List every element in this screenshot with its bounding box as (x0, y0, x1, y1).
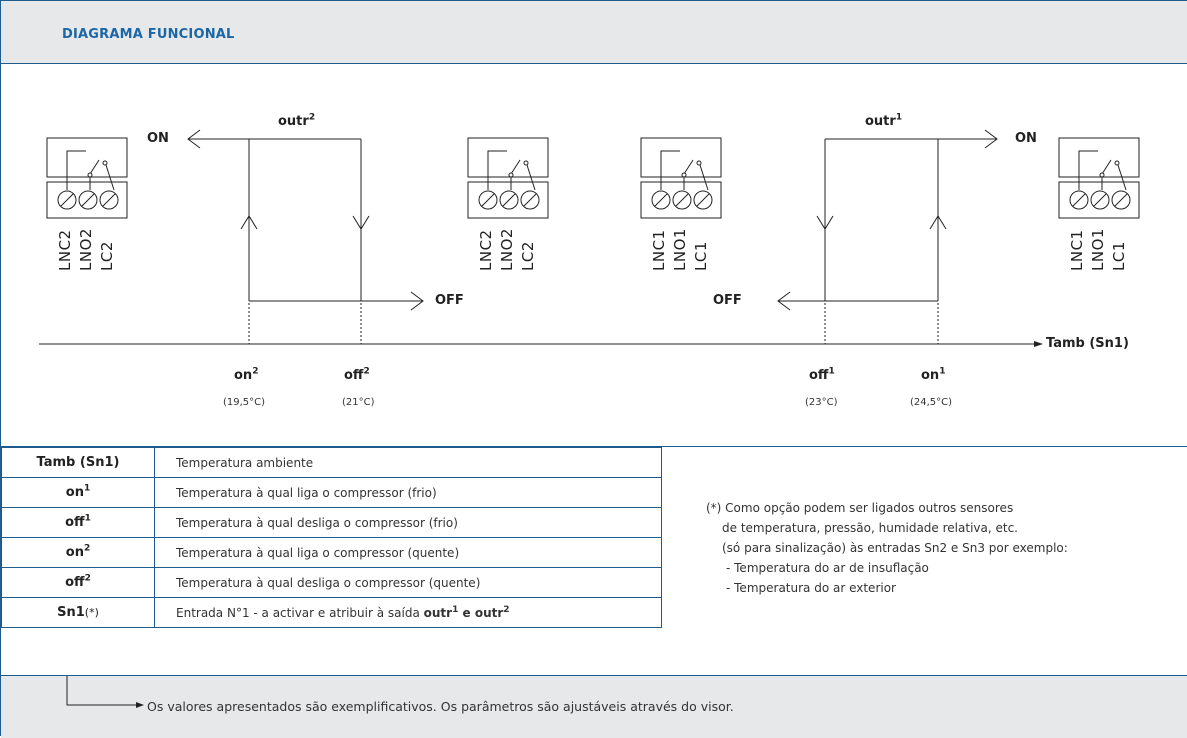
footnote-arrow-icon (66, 676, 144, 708)
diagram-drawing (39, 129, 1140, 347)
on-state-label: ON (147, 131, 169, 146)
hysteresis-loop-left (187, 129, 424, 344)
header-bar: DIAGRAMA FUNCIONAL (1, 1, 1187, 64)
off-state-label: OFF (435, 293, 464, 308)
terminal-label: LNO2 (77, 228, 95, 271)
output-label-outr1: outr1 (865, 112, 903, 129)
terminal-label: LNC2 (56, 229, 74, 271)
table-row: Tamb (Sn1) Temperatura ambiente (1, 447, 662, 478)
relay-left-inner (467, 137, 549, 219)
terminal-label: LC1 (692, 241, 710, 271)
output-label-outr2: outr2 (278, 112, 316, 129)
functional-diagram: LNC2 LNO2 LC2 LNC2 LNO2 LC2 LNC1 LNO1 LC… (1, 64, 1187, 447)
setpoint-label: on1 (921, 366, 946, 383)
table-row: off2 Temperatura à qual desliga o compre… (1, 567, 662, 598)
legend-symbol: off2 (1, 567, 155, 598)
table-row: Sn1(*) Entrada N°1 - a activar e atribui… (1, 597, 662, 628)
note-line: - Temperatura do ar exterior (726, 581, 896, 595)
terminal-label: LNC2 (477, 229, 495, 271)
terminal-label: LC2 (98, 241, 116, 271)
setpoint-value: (23°C) (805, 397, 838, 408)
page-title: DIAGRAMA FUNCIONAL (62, 27, 235, 42)
legend-symbol: Sn1(*) (1, 597, 155, 628)
terminal-label: LC1 (1110, 241, 1128, 271)
terminal-label: LC2 (519, 241, 537, 271)
on-state-label: ON (1015, 131, 1037, 146)
table-row: off1 Temperatura à qual desliga o compre… (1, 507, 662, 538)
legend-table: Tamb (Sn1) Temperatura ambiente on1 Temp… (1, 447, 662, 628)
note-line: (*) Como opção podem ser ligados outros … (706, 501, 1014, 515)
terminal-label: LNO1 (1089, 228, 1107, 271)
axis-label: Tamb (Sn1) (1046, 336, 1129, 351)
setpoint-value: (24,5°C) (910, 397, 953, 408)
axis-arrow-icon (1034, 341, 1043, 347)
terminal-label: LNC1 (1068, 229, 1086, 271)
table-row: on1 Temperatura à qual liga o compressor… (1, 477, 662, 508)
legend-description: Entrada N°1 - a activar e atribuir à saí… (154, 597, 662, 628)
setpoint-value: (19,5°C) (223, 397, 266, 408)
hysteresis-loop-right (777, 129, 998, 344)
legend-description: Temperatura ambiente (154, 447, 662, 478)
setpoint-label: on2 (234, 366, 259, 383)
relay-right-outer (1058, 137, 1140, 219)
legend-symbol: on2 (1, 537, 155, 568)
note-line: (só para sinalização) às entradas Sn2 e … (722, 541, 1068, 555)
relay-left-outer (46, 137, 128, 219)
relay-right-inner (640, 137, 722, 219)
footer-note: Os valores apresentados são exemplificat… (147, 699, 734, 714)
terminal-label: LNO1 (671, 228, 689, 271)
note-line: de temperatura, pressão, humidade relati… (722, 521, 1018, 535)
terminal-label: LNC1 (650, 229, 668, 271)
terminal-label: LNO2 (498, 228, 516, 271)
table-row: on2 Temperatura à qual liga o compressor… (1, 537, 662, 568)
off-state-label: OFF (713, 293, 742, 308)
legend-description: Temperatura à qual desliga o compressor … (154, 567, 662, 598)
legend-symbol: Tamb (Sn1) (1, 447, 155, 478)
sensor-note: (*) Como opção podem ser ligados outros … (706, 498, 1068, 598)
legend-description: Temperatura à qual liga o compressor (fr… (154, 477, 662, 508)
setpoint-label: off2 (344, 366, 370, 383)
footer-bar: Os valores apresentados são exemplificat… (1, 675, 1187, 738)
legend-symbol: on1 (1, 477, 155, 508)
legend-description: Temperatura à qual liga o compressor (qu… (154, 537, 662, 568)
setpoint-value: (21°C) (342, 397, 375, 408)
legend-symbol: off1 (1, 507, 155, 538)
legend-description: Temperatura à qual desliga o compressor … (154, 507, 662, 538)
note-line: - Temperatura do ar de insuflação (726, 561, 929, 575)
setpoint-label: off1 (809, 366, 835, 383)
